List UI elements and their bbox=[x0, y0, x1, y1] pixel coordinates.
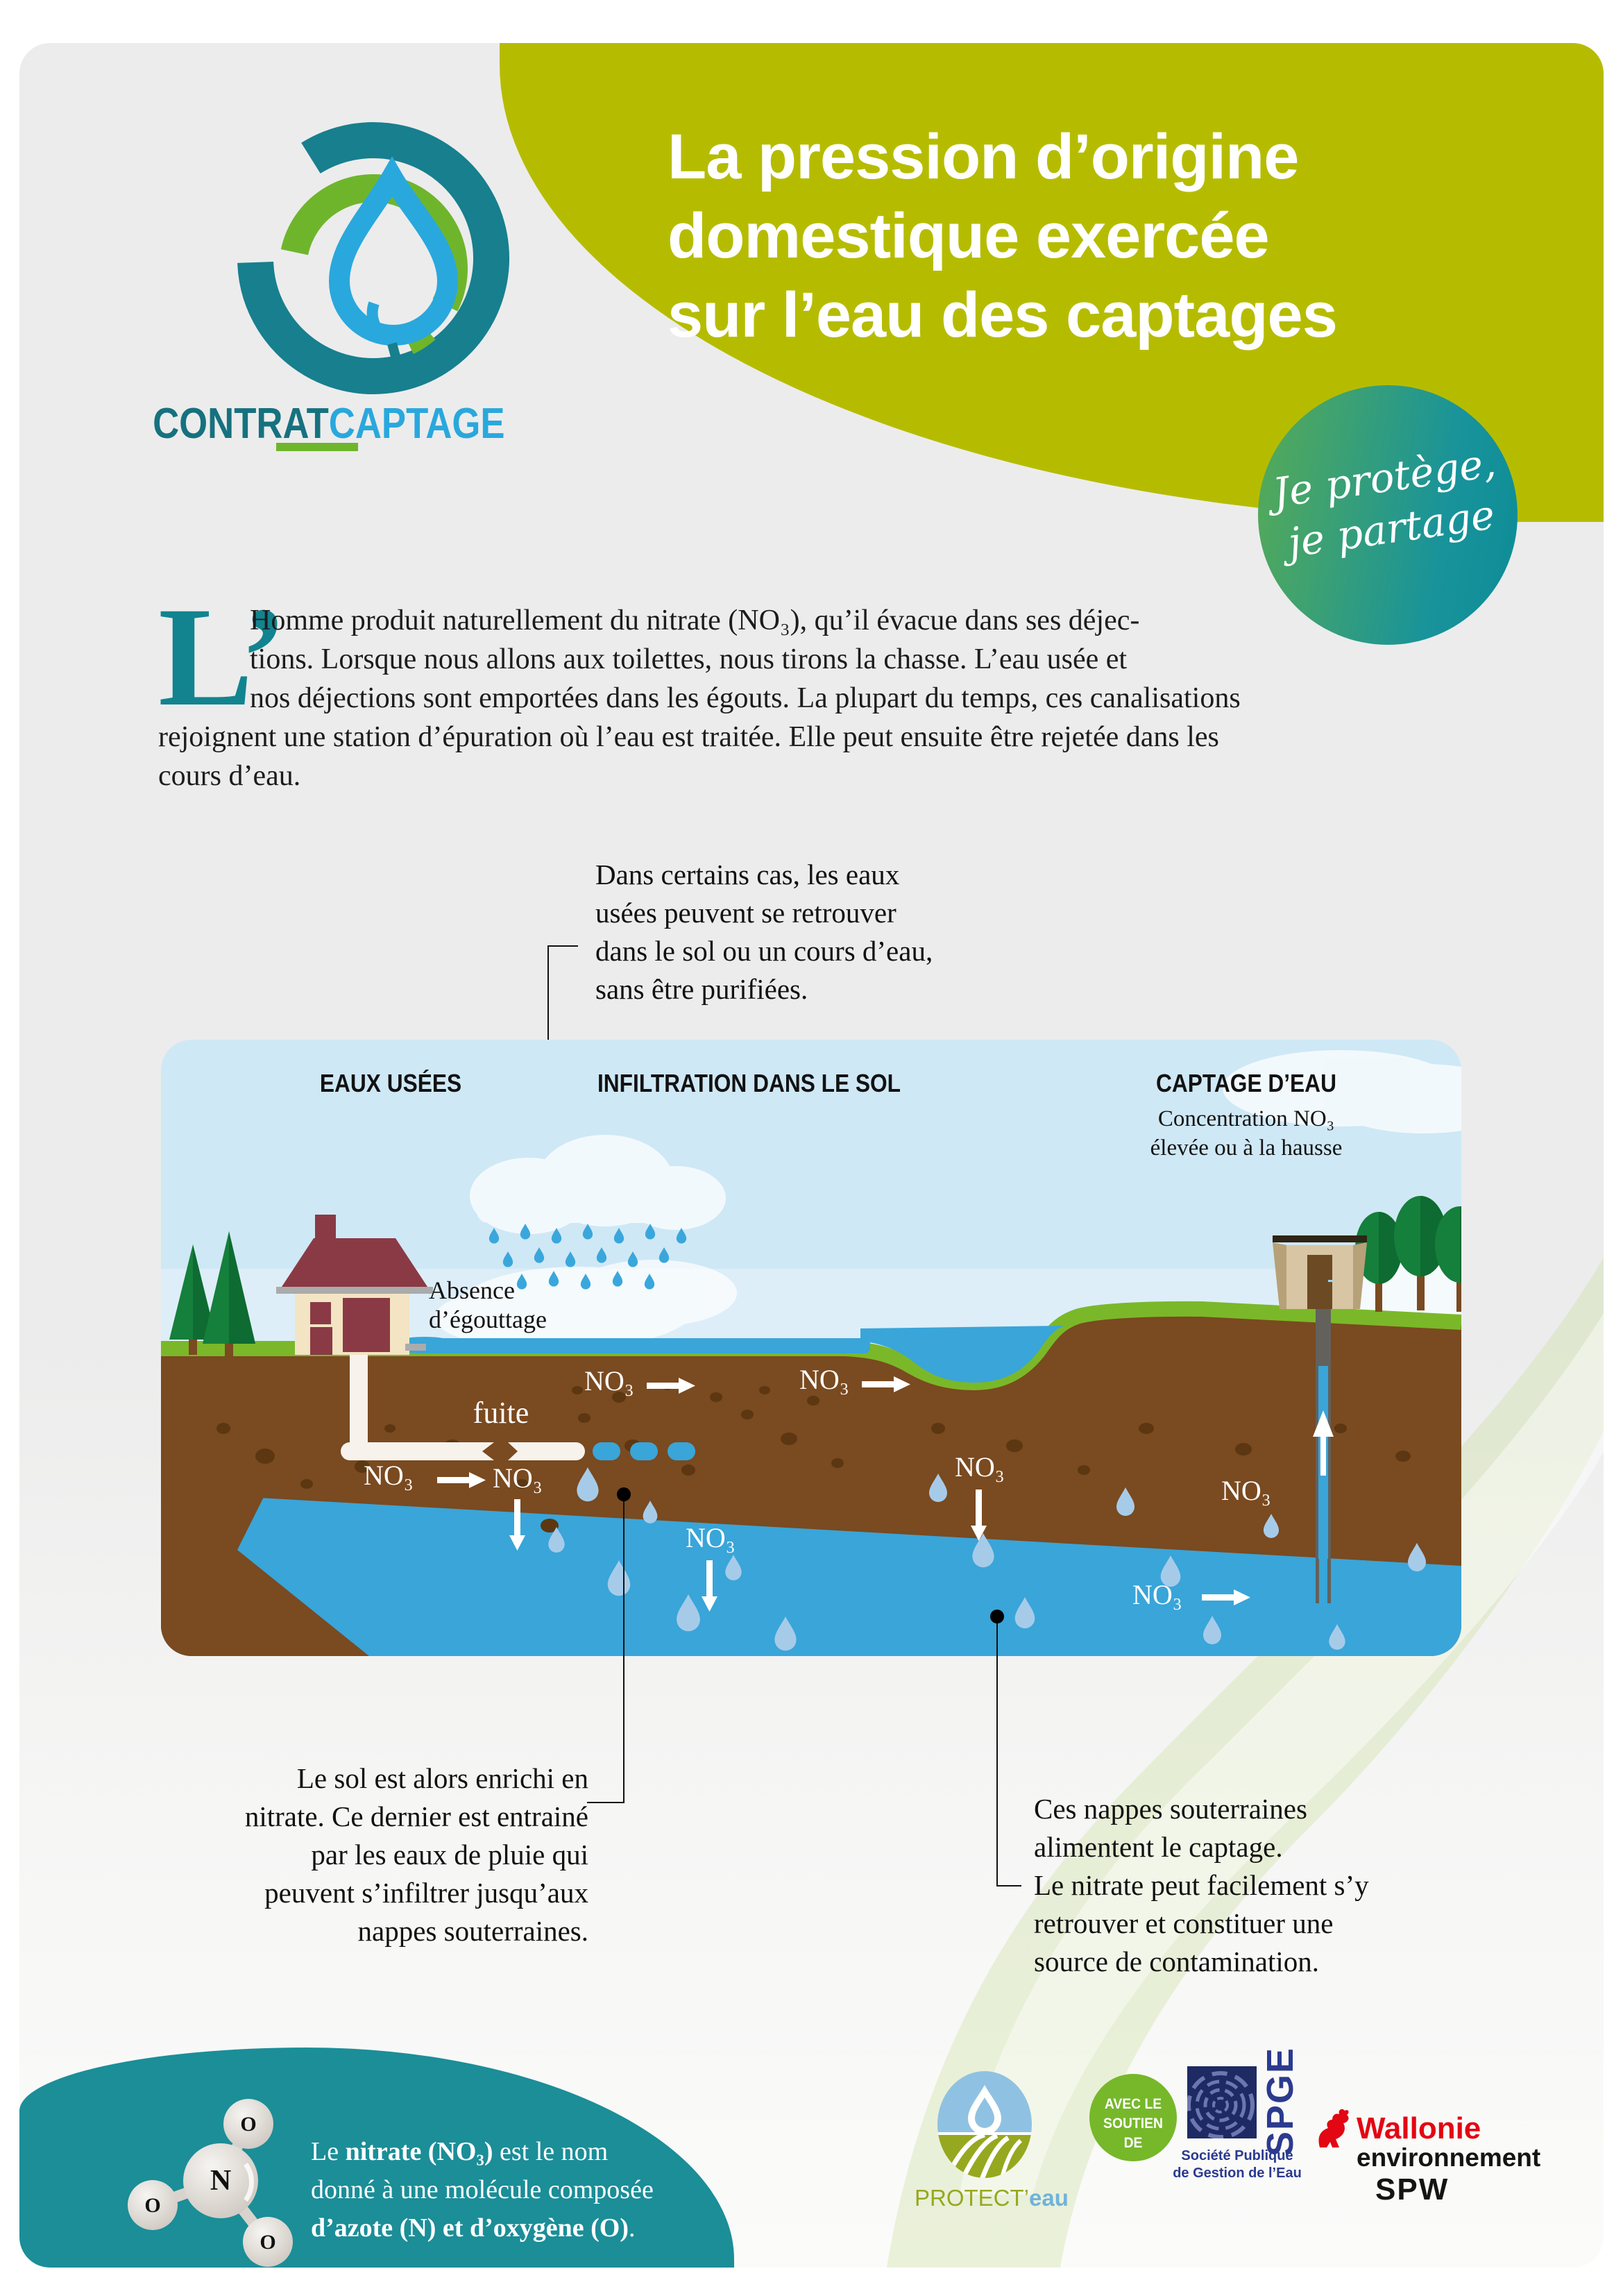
diagram-header-infiltration: INFILTRATION DANS LE SOL bbox=[597, 1069, 901, 1097]
nitrate-note-seg5: . bbox=[628, 2213, 636, 2243]
nitrate-note-seg1: Le bbox=[311, 2137, 346, 2166]
page-title-line3: sur l’eau des captages bbox=[668, 280, 1338, 351]
diagram-scene bbox=[161, 1040, 1461, 1656]
no3-arrows bbox=[437, 1376, 1250, 1612]
caption-left-leader-line bbox=[623, 1494, 624, 1803]
label-no3-below-leak: NO₃ bbox=[493, 1462, 543, 1494]
rain-cloud bbox=[470, 1135, 726, 1290]
protecteau-logo-icon bbox=[937, 2071, 1032, 2178]
spge-logo-image bbox=[1187, 2066, 1257, 2138]
wallonie-admin-label: SPW bbox=[1375, 2172, 1450, 2206]
water-cycle-diagram: EAUX USÉES INFILTRATION DANS LE SOL CAPT… bbox=[161, 1040, 1461, 1656]
caption-right-line3: Le nitrate peut facilement s’y bbox=[1034, 1869, 1369, 1901]
page-title-line1: La pression d’origine bbox=[668, 121, 1299, 192]
caption-right-leader-elbow bbox=[996, 1885, 1021, 1886]
wordmark-captage: CAPTAGE bbox=[328, 400, 505, 448]
annotation-line2: usées peuvent se retrouver bbox=[595, 897, 897, 929]
annotation-line4: sans être purifiées. bbox=[595, 973, 808, 1005]
intro-dropcap: L’ bbox=[158, 578, 288, 736]
label-no3-midright: NO₃ bbox=[799, 1364, 849, 1395]
label-fuite: fuite bbox=[473, 1396, 529, 1430]
well-capture bbox=[1273, 1235, 1367, 1603]
caption-left-line1: Le sol est alors enrichi en bbox=[296, 1762, 588, 1794]
slogan-badge: Je protège, je partage bbox=[1258, 385, 1518, 645]
poster-panel: La pression d’origine domestique exercée… bbox=[19, 43, 1604, 2268]
atom-o-bottom-label: O bbox=[260, 2231, 276, 2254]
atom-o-top-label: O bbox=[240, 2113, 257, 2136]
contrat-captage-wordmark: CONTRATCAPTAGE bbox=[153, 399, 504, 448]
protecteau-primary: PROTECT’ bbox=[915, 2185, 1029, 2211]
support-line1: AVEC LE bbox=[1104, 2096, 1162, 2112]
label-no3-center: NO₃ bbox=[686, 1522, 736, 1553]
nitrate-note-seg4: d’azote (N) et d’oxygène (O) bbox=[311, 2213, 629, 2243]
label-no3-left: NO₃ bbox=[364, 1460, 414, 1491]
spge-caption-line1: Société Publique bbox=[1181, 2148, 1293, 2163]
wallonie-dept-label: environnement bbox=[1357, 2143, 1541, 2172]
sewer-pipe bbox=[341, 1353, 695, 1460]
intro-line3: nos déjections sont emportées dans les é… bbox=[250, 682, 1241, 714]
wordmark-contrat: CONTRAT bbox=[153, 400, 329, 448]
wallonie-rooster-icon bbox=[1318, 2109, 1349, 2147]
spge-caption-line2: de Gestion de l’Eau bbox=[1173, 2166, 1302, 2181]
label-no3-well: NO₃ bbox=[1221, 1475, 1271, 1506]
caption-right-line1: Ces nappes souterraines bbox=[1034, 1793, 1307, 1825]
annotation-line3: dans le sol ou un cours d’eau, bbox=[595, 935, 933, 967]
caption-right-line5: source de contamination. bbox=[1034, 1945, 1320, 1977]
diagram-sub-concentration: Concentration NO₃ bbox=[1157, 1106, 1335, 1131]
caption-left-line2: nitrate. Ce dernier est entrainé bbox=[244, 1800, 588, 1832]
pond bbox=[860, 1326, 1064, 1383]
deciduous-trees bbox=[1355, 1196, 1461, 1312]
house bbox=[276, 1215, 433, 1355]
caption-right-line2: alimentent le captage. bbox=[1034, 1831, 1283, 1863]
intro-line2: tions. Lorsque nous allons aux toilettes… bbox=[250, 643, 1128, 675]
intro-line5: cours d’eau. bbox=[158, 760, 301, 792]
caption-left-line3: par les eaux de pluie qui bbox=[311, 1839, 588, 1871]
nitrate-note-line2: donné à une molécule composée bbox=[311, 2175, 654, 2204]
spge-acronym: SPGE bbox=[1259, 2046, 1301, 2156]
caption-right-leader-dot bbox=[990, 1610, 1004, 1623]
contrat-captage-logo-icon bbox=[237, 122, 509, 394]
nitrate-molecule-icon bbox=[128, 2099, 293, 2267]
diagram-header-captage: CAPTAGE D’EAU bbox=[1156, 1069, 1336, 1097]
label-absence-line2: d’égouttage bbox=[429, 1306, 547, 1333]
header-blob: La pression d’origine domestique exercée… bbox=[500, 43, 1604, 522]
slogan-text: Je protège, je partage bbox=[1252, 434, 1524, 573]
caption-left-leader-dot bbox=[617, 1487, 631, 1501]
wordmark-underline bbox=[276, 443, 358, 451]
label-absence-line1: Absence bbox=[429, 1276, 515, 1304]
annotation-leader-elbow bbox=[547, 945, 578, 947]
label-no3-right: NO₃ bbox=[955, 1451, 1005, 1483]
caption-left-line5: nappes souterraines. bbox=[357, 1915, 588, 1947]
nitrate-note-seg3: est le nom bbox=[493, 2137, 609, 2166]
nitrate-note-seg2: nitrate (NO₃) bbox=[345, 2137, 493, 2166]
diagram-header-eaux-usees: EAUX USÉES bbox=[319, 1069, 462, 1097]
diagram-sub-hausse: élevée ou à la hausse bbox=[1150, 1136, 1343, 1160]
caption-right-leader-line bbox=[996, 1616, 998, 1886]
support-badge: AVEC LE SOUTIEN DE bbox=[1089, 2074, 1177, 2161]
spge-caption: Société Publique de Gestion de l’Eau bbox=[1168, 2147, 1307, 2182]
wallonie-region-label: Wallonie bbox=[1357, 2111, 1481, 2145]
caption-right-line4: retrouver et constituer une bbox=[1034, 1907, 1334, 1939]
label-no3-midleft: NO₃ bbox=[584, 1365, 634, 1396]
intro-line4: rejoignent une station d’épuration où l’… bbox=[158, 721, 1219, 753]
soil-ledge bbox=[161, 1477, 369, 1656]
support-text: AVEC LE SOUTIEN DE bbox=[1093, 2095, 1173, 2153]
groundwater bbox=[161, 1492, 1461, 1656]
atom-o-left-label: O bbox=[144, 2194, 161, 2217]
caption-left-leader-elbow bbox=[587, 1802, 624, 1803]
protecteau-secondary: eau bbox=[1029, 2185, 1069, 2211]
page-title-line2: domestique exercée bbox=[668, 201, 1270, 271]
caption-left-line4: peuvent s’infiltrer jusqu’aux bbox=[264, 1877, 588, 1909]
annotation-line1: Dans certains cas, les eaux bbox=[595, 859, 900, 890]
intro-line1: Homme produit naturellement du nitrate (… bbox=[250, 605, 1140, 636]
atom-n-label: N bbox=[210, 2165, 232, 2197]
label-no3-groundwater: NO₃ bbox=[1132, 1579, 1182, 1610]
support-line2: SOUTIEN DE bbox=[1103, 2116, 1163, 2151]
protecteau-wordmark: PROTECT’eau bbox=[915, 2185, 1069, 2211]
pine-trees bbox=[169, 1231, 255, 1358]
nitrate-note-line3: d’azote (N) et d’oxygène (O). bbox=[311, 2213, 635, 2243]
surface-stream bbox=[412, 1338, 870, 1353]
nitrate-note-line1: Le nitrate (NO₃) est le nom bbox=[311, 2136, 608, 2167]
